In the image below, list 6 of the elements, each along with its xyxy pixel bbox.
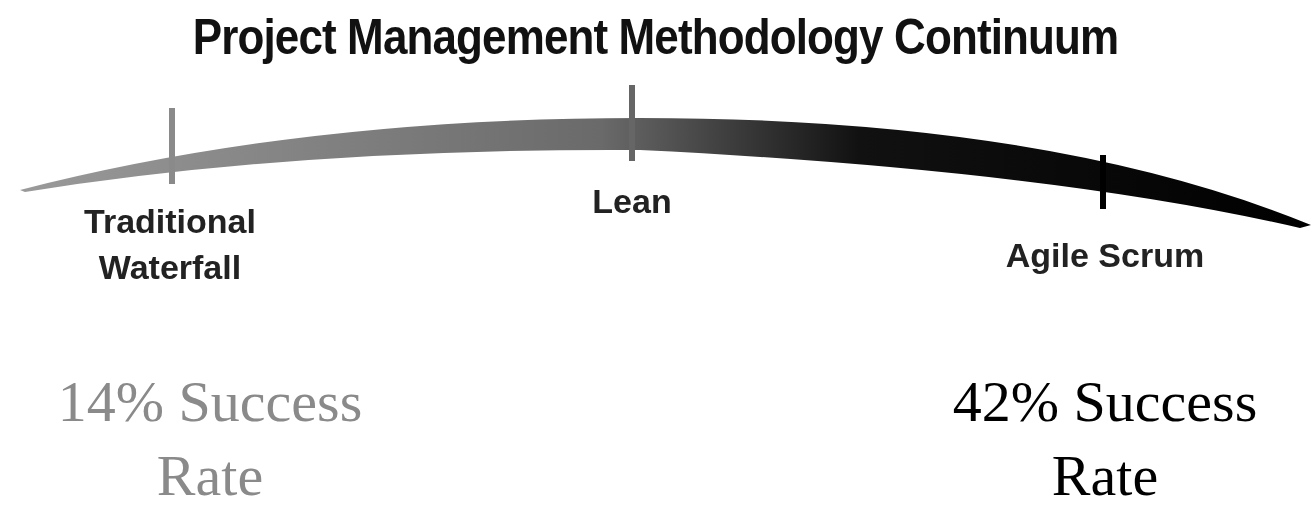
method-label: Traditional Waterfall: [83, 201, 257, 288]
method-label: Agile Scrum: [1005, 235, 1205, 276]
success-rate-text: 42% Success Rate: [951, 368, 1259, 510]
success-rate-text: 14% Success Rate: [56, 368, 364, 510]
diagram-title: Project Management Methodology Continuum: [191, 8, 1120, 66]
method-label: Lean: [591, 181, 673, 222]
